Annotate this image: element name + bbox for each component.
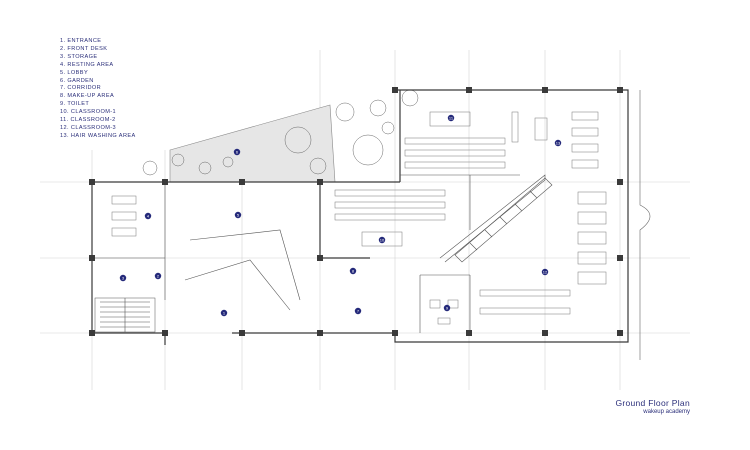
svg-text:4: 4: [147, 214, 150, 219]
svg-text:3: 3: [122, 276, 125, 281]
svg-text:12: 12: [543, 270, 548, 275]
room-marker: 2: [154, 272, 162, 280]
legend-item: 13. HAIR WASHING AREA: [60, 132, 136, 139]
classroom-1-desks: [334, 189, 446, 247]
ramp: [454, 177, 553, 263]
room-marker: 8: [349, 267, 357, 275]
svg-text:13: 13: [556, 141, 561, 146]
room-marker: 9: [443, 304, 451, 312]
legend-item: 8. MAKE-UP AREA: [60, 93, 115, 100]
resting-area-furniture: [111, 195, 137, 237]
structural-columns: [89, 87, 623, 336]
room-marker: 5: [234, 211, 242, 219]
toilet-fixtures: [429, 299, 459, 325]
plan-subtitle: wakeup academy: [643, 409, 690, 415]
legend-item: 1. ENTRANCE: [60, 38, 102, 44]
exterior-walls: [91, 89, 629, 345]
garden-trees: [142, 89, 419, 176]
classroom-2-desks: [404, 111, 548, 169]
classroom-3-stations: [479, 191, 607, 315]
room-legend: 1. ENTRANCE 2. FRONT DESK 3. STORAGE 4. …: [60, 38, 136, 141]
staircase: [94, 297, 156, 333]
legend-item: 11. CLASSROOM-2: [60, 117, 116, 124]
room-marker: 12: [541, 268, 549, 276]
room-marker: 4: [144, 212, 152, 220]
legend-item: 10. CLASSROOM-1: [60, 109, 117, 116]
legend-item: 4. RESTING AREA: [60, 61, 114, 68]
plan-title: Ground Floor Plan: [615, 398, 690, 408]
garden-area: [169, 104, 336, 183]
svg-text:7: 7: [357, 309, 360, 314]
legend-item: 3. STORAGE: [60, 53, 98, 60]
svg-text:9: 9: [446, 306, 449, 311]
room-marker: 1: [220, 309, 228, 317]
svg-text:11: 11: [449, 116, 454, 121]
legend-item: 9. TOILET: [60, 101, 90, 108]
room-marker: 10: [378, 236, 386, 244]
hair-washing-stations: [571, 111, 599, 169]
legend-item: 6. GARDEN: [60, 77, 94, 84]
site-boundary: [639, 90, 651, 360]
room-marker: 7: [354, 307, 362, 315]
room-marker: 11: [447, 114, 455, 122]
room-marker: 3: [119, 274, 127, 282]
svg-text:2: 2: [157, 274, 160, 279]
title-block: Ground Floor Plan wakeup academy: [560, 398, 690, 415]
legend-item: 12. CLASSROOM-3: [60, 124, 117, 131]
svg-text:8: 8: [352, 269, 355, 274]
legend-item: 5. LOBBY: [60, 69, 89, 76]
svg-text:10: 10: [380, 238, 385, 243]
room-marker: 13: [554, 139, 562, 147]
room-markers: 1 2 3 4 5 6 7 8 9 10 11 12 13: [119, 114, 562, 317]
legend-item: 7. CORRIDOR: [60, 85, 102, 92]
svg-text:1: 1: [223, 311, 226, 316]
legend-item: 2. FRONT DESK: [60, 45, 108, 52]
svg-text:6: 6: [236, 150, 239, 155]
svg-text:5: 5: [237, 213, 240, 218]
room-marker: 6: [233, 148, 241, 156]
